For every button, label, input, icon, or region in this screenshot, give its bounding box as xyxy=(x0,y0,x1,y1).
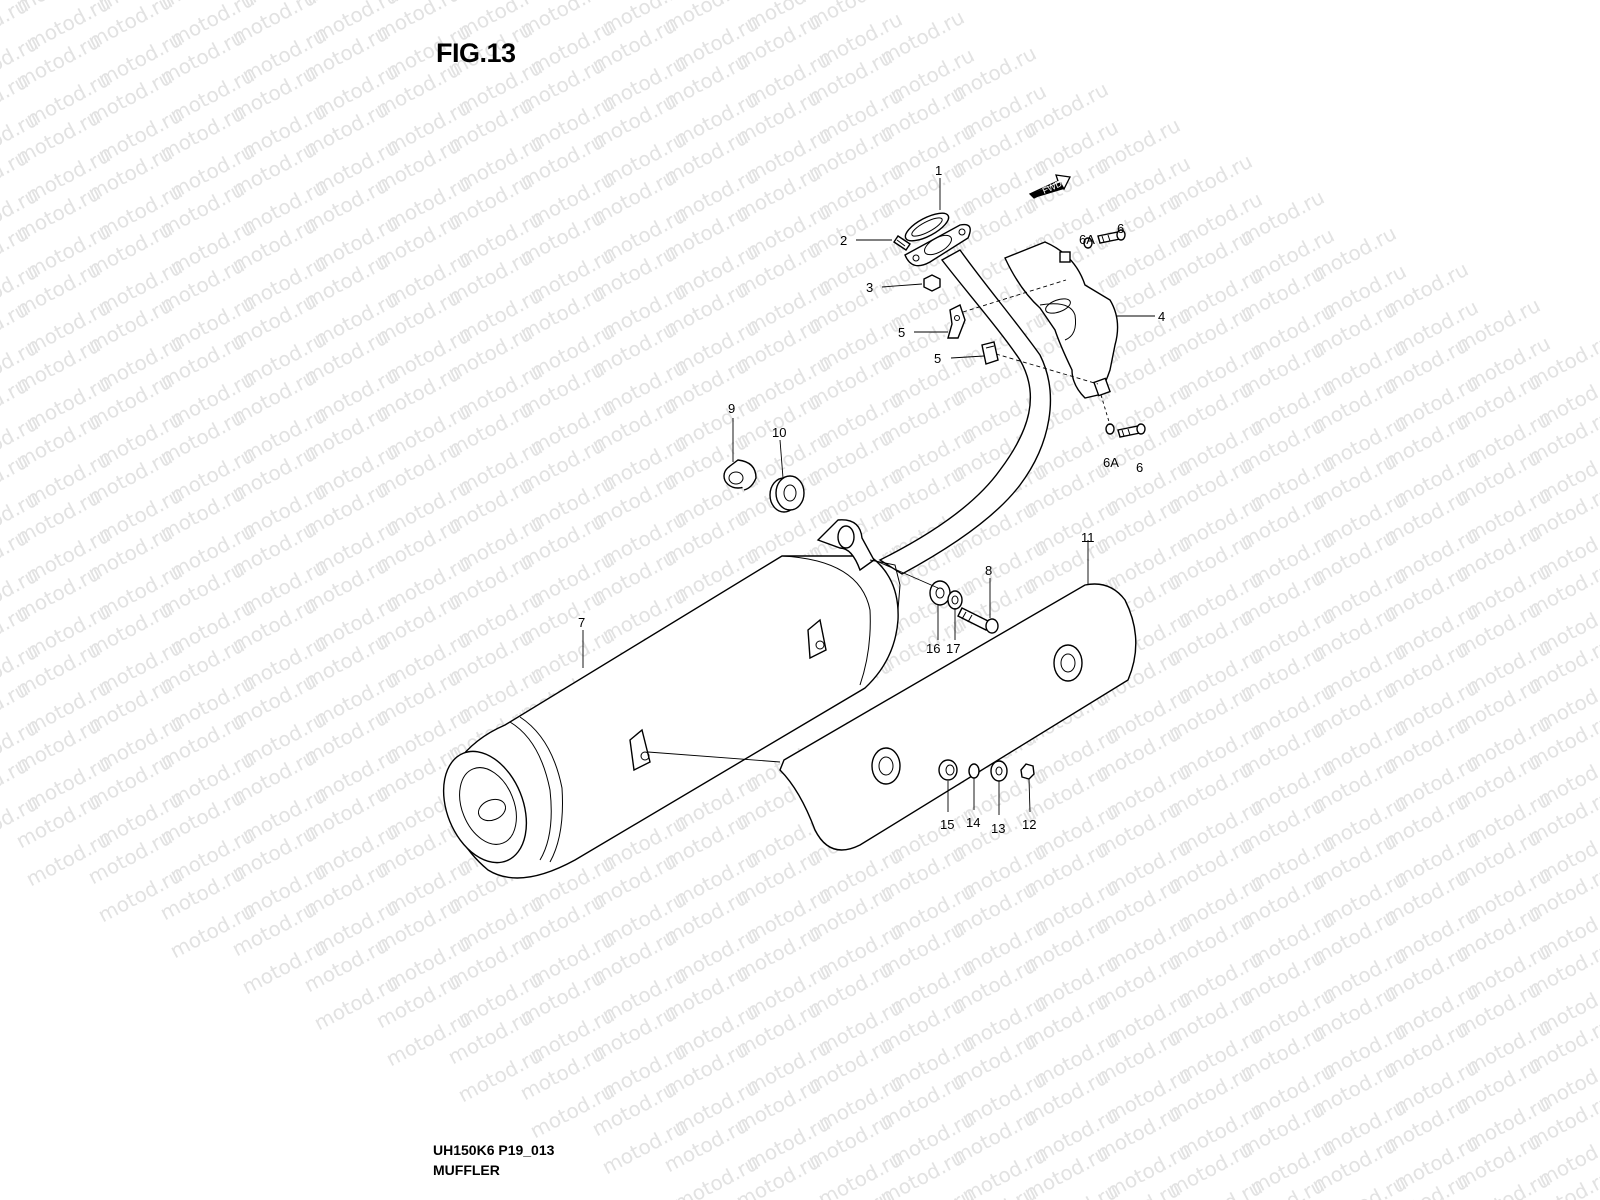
callout-5-lower: 5 xyxy=(934,351,941,366)
callout-17: 17 xyxy=(946,641,960,656)
callout-6-top: 6 xyxy=(1117,221,1124,236)
callout-16: 16 xyxy=(926,641,940,656)
nut-12 xyxy=(1020,763,1035,780)
washer-17 xyxy=(947,590,963,610)
mount-bushing xyxy=(723,459,757,491)
callout-6a-top: 6A xyxy=(1079,232,1095,247)
pipe-protector xyxy=(1004,241,1119,399)
callout-12: 12 xyxy=(1022,817,1036,832)
fwd-arrow-icon: FWD xyxy=(1028,174,1071,199)
callout-14: 14 xyxy=(966,815,980,830)
exhaust-flange xyxy=(904,223,971,267)
leader-lines xyxy=(582,178,1155,815)
callout-10: 10 xyxy=(772,425,786,440)
callout-7: 7 xyxy=(578,615,585,630)
callout-9: 9 xyxy=(728,401,735,416)
assembly-name: MUFFLER xyxy=(433,1162,500,1178)
fwd-label: FWD xyxy=(1041,178,1064,196)
gasket-ring xyxy=(904,212,950,242)
exhaust-pipe xyxy=(878,249,1052,575)
muffler-body xyxy=(442,519,901,879)
callout-13: 13 xyxy=(991,821,1005,836)
callout-8: 8 xyxy=(985,563,992,578)
callout-1: 1 xyxy=(935,163,942,178)
figure-title: FIG.13 xyxy=(436,38,516,68)
washer-top xyxy=(1083,237,1093,249)
callout-3: 3 xyxy=(866,280,873,295)
callout-15: 15 xyxy=(940,817,954,832)
washer-14 xyxy=(968,763,980,779)
clamp-lower xyxy=(981,341,999,365)
callout-5-upper: 5 xyxy=(898,325,905,340)
washer-bottom xyxy=(1105,423,1115,435)
callout-6-bottom: 6 xyxy=(1136,460,1143,475)
callout-4: 4 xyxy=(1158,309,1165,324)
muffler-heat-shield xyxy=(779,583,1137,851)
callout-2: 2 xyxy=(840,233,847,248)
bolt-top xyxy=(1097,229,1126,244)
washer-13 xyxy=(990,760,1008,782)
rubber-grommet xyxy=(769,475,805,513)
bolt-bottom xyxy=(1117,423,1146,438)
washer-16 xyxy=(929,580,951,606)
flange-nut xyxy=(923,274,941,292)
clamp-upper xyxy=(947,304,966,339)
stud-bolt xyxy=(893,235,911,251)
drawing-code: UH150K6 P19_013 xyxy=(433,1142,555,1158)
collar-15 xyxy=(938,759,958,781)
muffler-bolt xyxy=(957,607,999,634)
callout-11: 11 xyxy=(1081,530,1095,545)
callout-6a-bottom: 6A xyxy=(1103,455,1119,470)
